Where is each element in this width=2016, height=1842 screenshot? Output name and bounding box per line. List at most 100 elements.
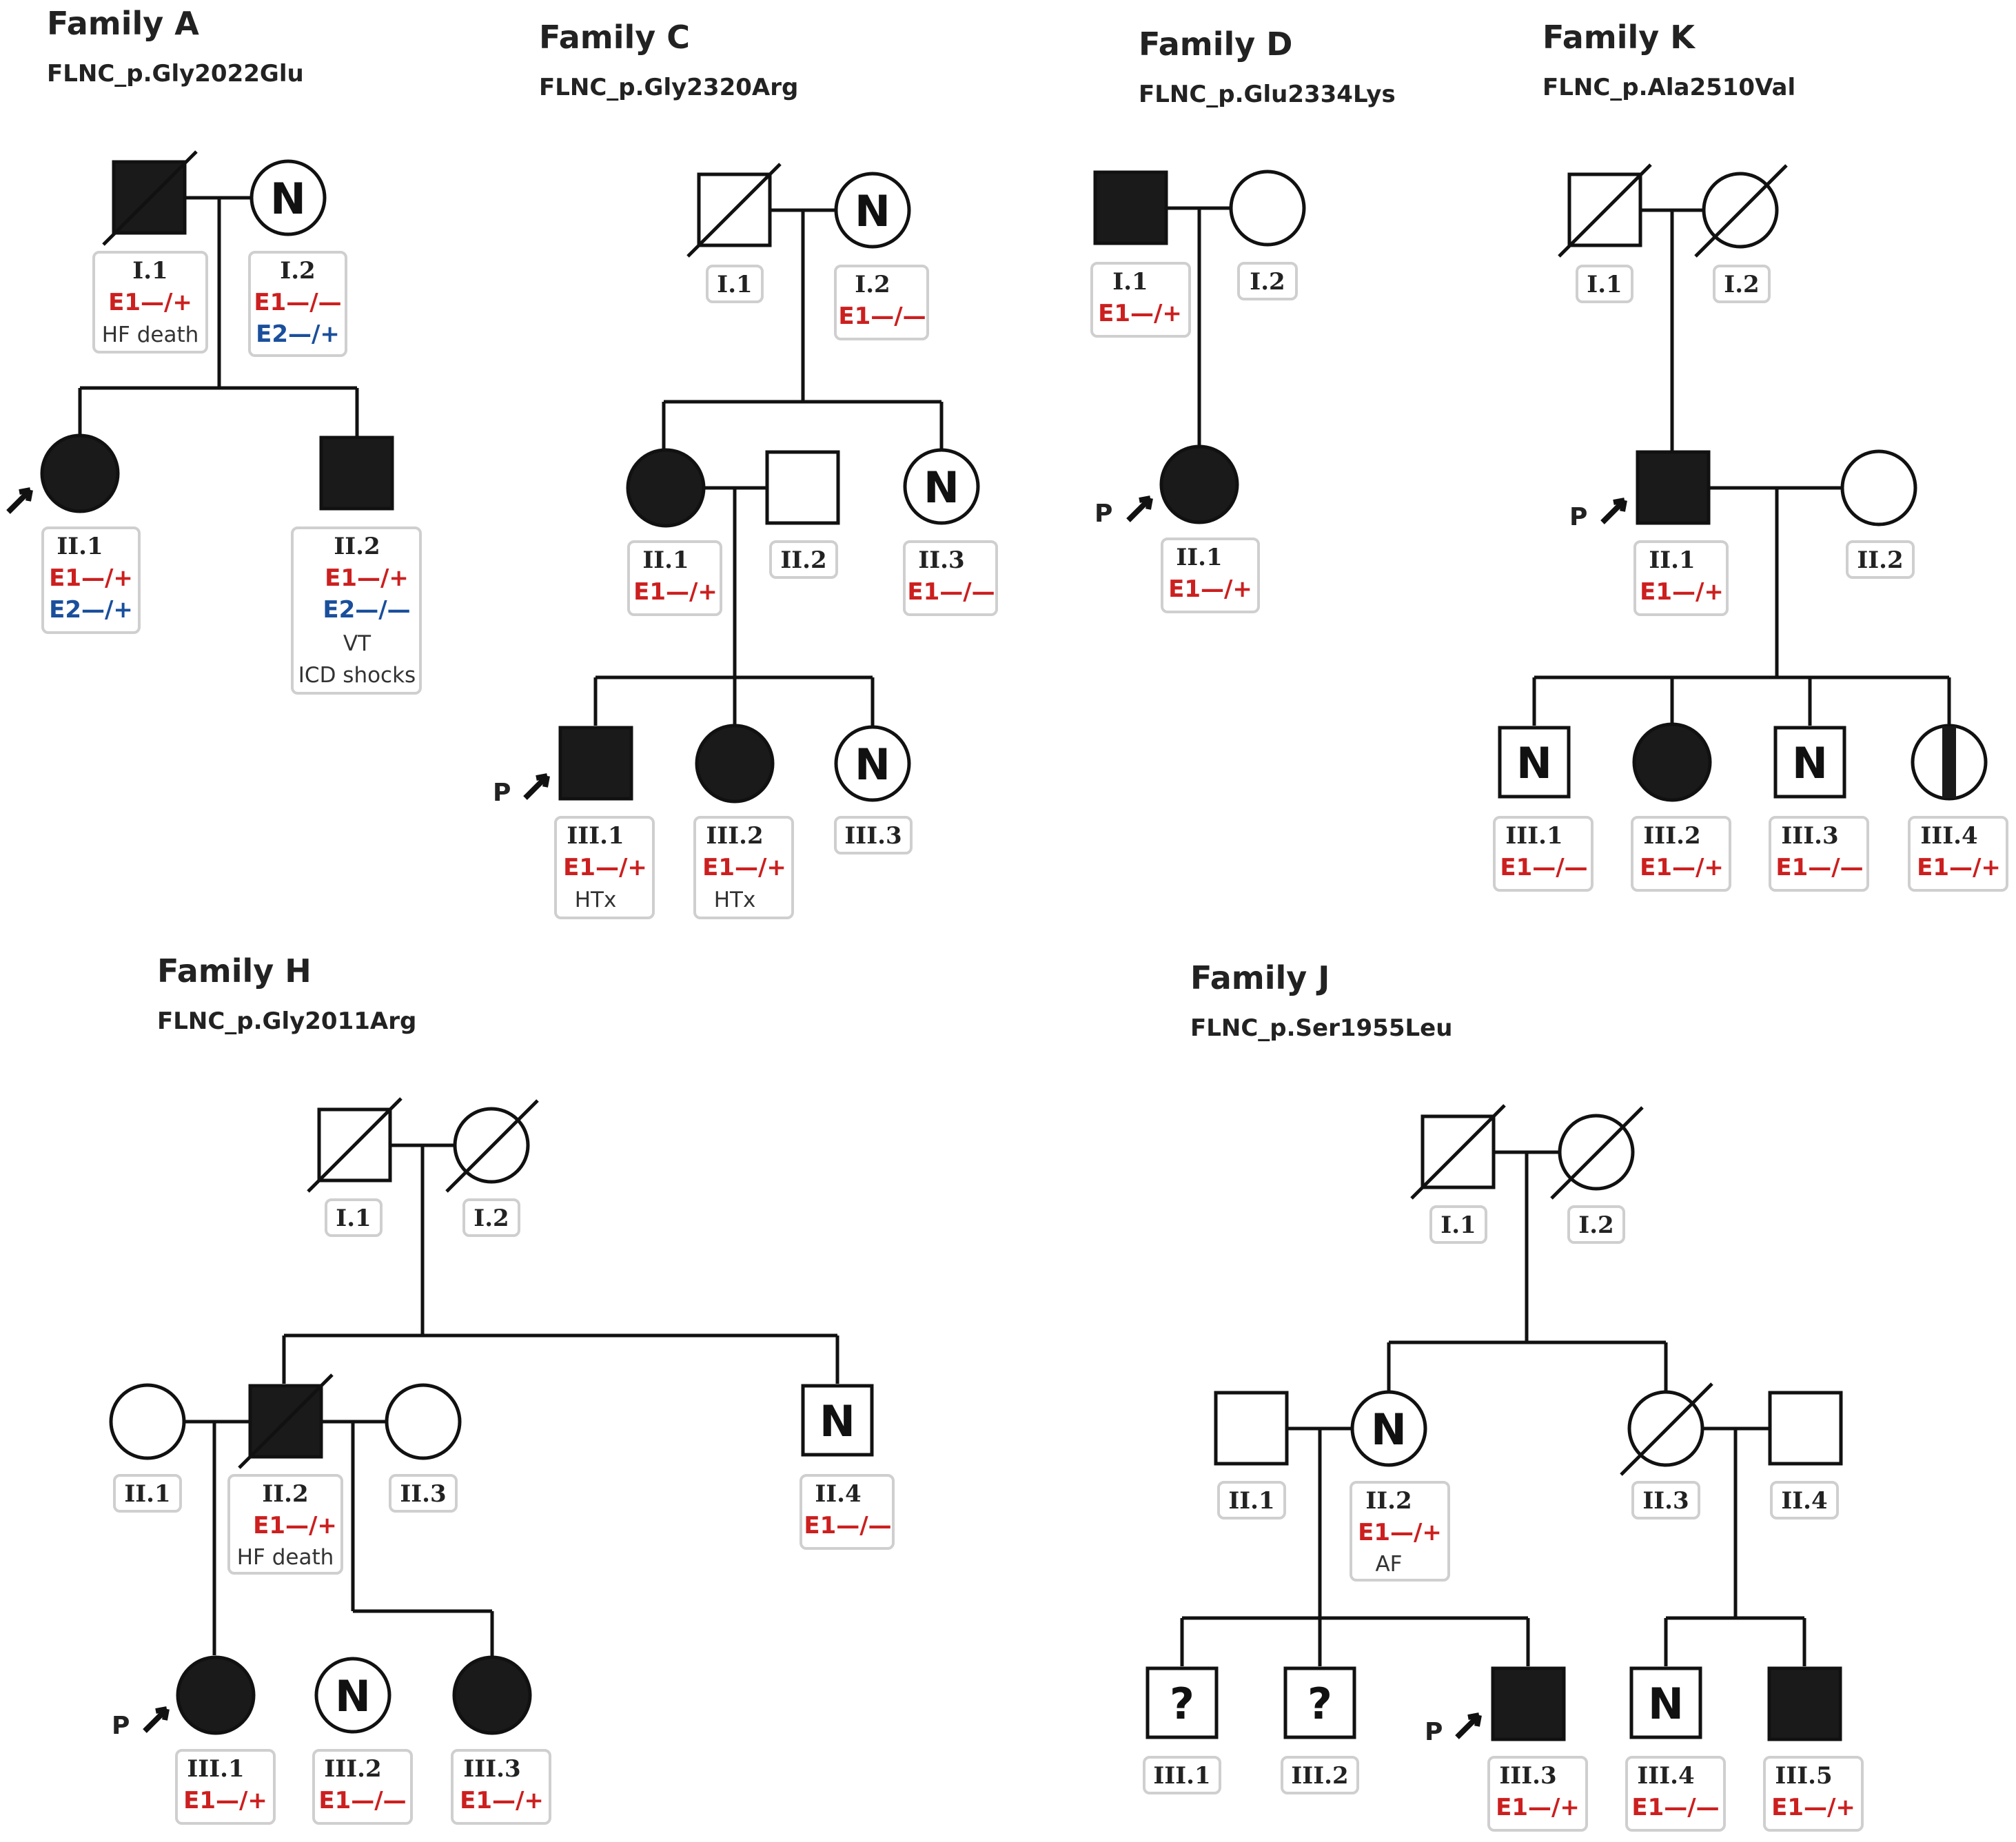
deceased-slash — [445, 1099, 539, 1193]
unaffected-male-symbol — [1768, 1391, 1843, 1466]
unaffected-male-symbol — [1498, 726, 1571, 799]
clinical-note: AF — [1375, 1552, 1402, 1577]
unaffected-female-symbol — [903, 448, 980, 525]
pedigree-a-I2: N I.2 E1—/— E2—/+ — [248, 159, 347, 357]
pedigree-c-I1: I.1 — [686, 163, 782, 303]
individual-id: II.1 — [57, 533, 103, 560]
individual-id: II.3 — [918, 546, 964, 574]
label-box — [1908, 816, 2008, 892]
proband-label: P — [112, 1712, 130, 1740]
label-box — [800, 1474, 895, 1550]
individual-id: I.1 — [1587, 271, 1622, 298]
unaffected-female-symbol — [385, 1383, 462, 1460]
family-c-lines — [593, 208, 944, 726]
affected-female-symbol — [176, 1655, 256, 1735]
proband-arrow-icon — [143, 1706, 170, 1733]
normal-mark: N — [819, 1396, 855, 1446]
normal-mark: N — [1516, 738, 1552, 788]
pedigree-d-I2: I.2 — [1229, 170, 1306, 300]
individual-id: III.3 — [1781, 822, 1838, 850]
pedigree-k-III4: III.4 E1—/+ — [1908, 724, 2008, 892]
genotype-e1: E1—/— — [1500, 854, 1587, 881]
affected-male-symbol — [558, 726, 633, 801]
individual-id: I.2 — [855, 271, 890, 298]
label-box — [1769, 816, 1869, 892]
affected-female-symbol — [695, 724, 775, 804]
family-k-variant: FLNC_p.Ala2510Val — [1542, 74, 1795, 101]
label-box — [312, 1749, 413, 1825]
pedigree-a-II1: II.1 E1—/+ E2—/+ — [6, 433, 141, 634]
individual-id: I.2 — [1724, 271, 1759, 298]
genotype-e1: E1—/+ — [1640, 854, 1724, 881]
clinical-note: ICD shocks — [298, 663, 416, 688]
pedigree-a-II2: II.2 E1—/+ E2—/— VT ICD shocks — [291, 436, 422, 695]
pedigree-c-II2: II.2 — [765, 450, 840, 579]
individual-id: III.5 — [1775, 1762, 1832, 1790]
label-box — [113, 1474, 182, 1513]
proband-label: P — [1425, 1718, 1443, 1746]
label-box — [175, 1749, 276, 1825]
pedigree-j-I1: I.1 — [1410, 1104, 1506, 1244]
family-h-lines — [185, 1143, 839, 1659]
unaffected-male-symbol — [765, 450, 840, 525]
genotype-e1: E1—/+ — [108, 289, 192, 316]
affected-female-symbol — [40, 433, 120, 513]
unaffected-male-symbol — [1214, 1391, 1289, 1466]
pedigree-h-I1: I.1 — [307, 1097, 403, 1237]
proband-arrow-icon — [1600, 498, 1627, 524]
individual-id: III.1 — [1505, 822, 1562, 850]
pedigree-c-III1: P III.1 E1—/+ HTx — [493, 726, 655, 919]
individual-id: II.2 — [334, 533, 380, 560]
family-h: Family H FLNC_p.Gly2011Arg I.1 I.2 II.1 … — [109, 952, 895, 1825]
family-c: Family C FLNC_p.Gly2320Arg I.1 N I.2 E1—… — [493, 19, 998, 919]
family-h-variant: FLNC_p.Gly2011Arg — [157, 1007, 416, 1035]
individual-id: III.2 — [1643, 822, 1700, 850]
proband-arrow-icon — [523, 773, 550, 800]
family-c-variant: FLNC_p.Gly2320Arg — [539, 74, 798, 101]
proband-label: P — [1569, 503, 1587, 531]
normal-mark: N — [1371, 1404, 1407, 1455]
label-box — [1633, 540, 1729, 616]
individual-id: I.2 — [474, 1205, 509, 1232]
label-box — [1143, 1756, 1221, 1794]
pedigree-j-III4: N III.4 E1—/— — [1625, 1666, 1726, 1832]
genotype-e1: E1—/+ — [325, 564, 409, 592]
genotype-e1: E1—/+ — [253, 1512, 337, 1539]
genotype-e1: E1—/+ — [1496, 1794, 1580, 1821]
label-box — [1487, 1756, 1588, 1832]
unaffected-male-symbol — [801, 1384, 874, 1457]
normal-mark: N — [270, 174, 306, 224]
clinical-note: HTx — [714, 888, 756, 912]
affected-male-symbol — [1093, 170, 1168, 245]
genotype-e1: E1—/+ — [1640, 578, 1724, 606]
normal-mark: N — [855, 739, 890, 790]
affected-female-symbol — [1632, 722, 1712, 802]
unaffected-female-symbol — [834, 172, 911, 249]
family-a-lines — [78, 196, 359, 436]
pedigree-j-I2: I.2 — [1550, 1106, 1644, 1244]
unknown-mark: ? — [1170, 1679, 1194, 1729]
individual-id: II.2 — [262, 1480, 308, 1508]
label-box — [1493, 816, 1594, 892]
pedigree-h-I2: I.2 — [445, 1099, 539, 1237]
individual-id: I.1 — [717, 271, 752, 298]
affected-female-symbol — [1159, 444, 1239, 524]
individual-id: I.1 — [336, 1205, 371, 1232]
individual-id: II.1 — [642, 546, 689, 574]
label-box — [462, 1198, 520, 1237]
normal-mark: N — [1792, 738, 1828, 788]
label-box — [1576, 265, 1633, 303]
genotype-e2: E2—/+ — [49, 596, 133, 624]
pedigree-d-I1: I.1 E1—/+ — [1090, 170, 1191, 338]
label-box — [1237, 262, 1298, 300]
clinical-note: HF death — [102, 323, 199, 347]
genotype-e1: E1—/+ — [633, 578, 717, 606]
pedigree-k-III2: III.2 E1—/+ — [1631, 722, 1731, 892]
family-d: Family D FLNC_p.Glu2334Lys I.1 E1—/+ I.2… — [1090, 25, 1396, 613]
label-box — [41, 526, 141, 634]
individual-id: I.1 — [1440, 1211, 1476, 1239]
unaffected-female-symbol — [1840, 449, 1917, 526]
individual-id: II.2 — [780, 546, 826, 574]
genotype-e1: E1—/+ — [183, 1787, 267, 1814]
family-j: Family J FLNC_p.Ser1955Leu I.1 I.2 II.1 … — [1143, 959, 1864, 1832]
